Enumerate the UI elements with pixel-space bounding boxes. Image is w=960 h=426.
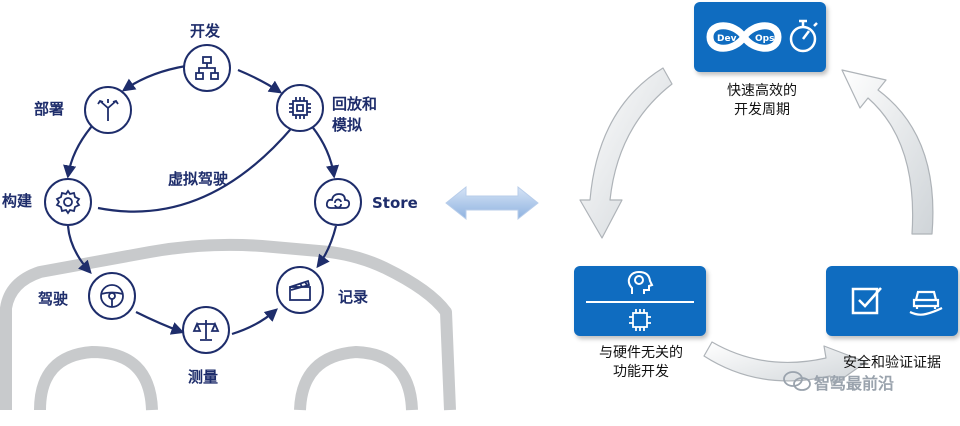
gear-node xyxy=(44,178,92,226)
cycle-arrows xyxy=(63,64,340,336)
steering-node xyxy=(88,272,136,320)
gear-icon xyxy=(55,189,81,215)
dev-text: Dev xyxy=(717,34,737,44)
label-record: 记录 xyxy=(338,288,369,306)
cycle-big-arrows xyxy=(579,67,934,387)
caption-fast-cycle: 快速高效的 开发周期 xyxy=(727,83,797,118)
org-chart-node xyxy=(183,44,231,92)
cloud-node xyxy=(314,178,362,226)
checkbox-icon xyxy=(851,287,882,315)
split-arrows-icon xyxy=(97,99,119,121)
watermark-text: 智驾最前沿 xyxy=(814,374,895,393)
chip-small-icon xyxy=(629,309,651,331)
car-hand-icon xyxy=(909,290,943,316)
steering-wheel-icon xyxy=(100,284,124,308)
double-arrow-icon xyxy=(445,185,539,221)
caption-safety-evidence: 安全和验证证据 xyxy=(843,355,941,371)
ops-text: Ops xyxy=(755,34,774,44)
chip-icon xyxy=(289,97,311,119)
devops-infinity-icon: Dev Ops xyxy=(706,22,782,52)
caption-hardware-independent: 与硬件无关的 功能开发 xyxy=(599,345,683,380)
label-replay: 回放和 模拟 xyxy=(332,95,378,134)
label-deploy: 部署 xyxy=(34,100,65,118)
devops-box: Dev Ops xyxy=(694,2,826,72)
brain-head-icon xyxy=(627,270,654,294)
stopwatch-icon xyxy=(789,19,818,53)
scale-icon xyxy=(192,320,220,341)
clapperboard-icon xyxy=(289,279,311,301)
label-build: 构建 xyxy=(2,192,33,210)
org-chart-icon xyxy=(195,56,219,80)
label-develop: 开发 xyxy=(190,22,221,40)
scale-node xyxy=(182,306,230,354)
label-drive: 驾驶 xyxy=(38,290,69,308)
car-silhouette xyxy=(0,238,456,411)
hardware-box xyxy=(574,266,706,336)
safety-box xyxy=(826,266,958,336)
label-virtual-driving: 虚拟驾驶 xyxy=(168,170,229,188)
label-store: Store xyxy=(372,194,418,212)
branch-node xyxy=(84,86,132,134)
wechat-icon xyxy=(782,370,812,392)
cloud-sync-icon xyxy=(325,193,351,209)
chip-node xyxy=(276,84,324,132)
divider-line xyxy=(586,301,694,303)
clapper-node xyxy=(276,266,324,314)
label-measure: 测量 xyxy=(188,368,219,386)
